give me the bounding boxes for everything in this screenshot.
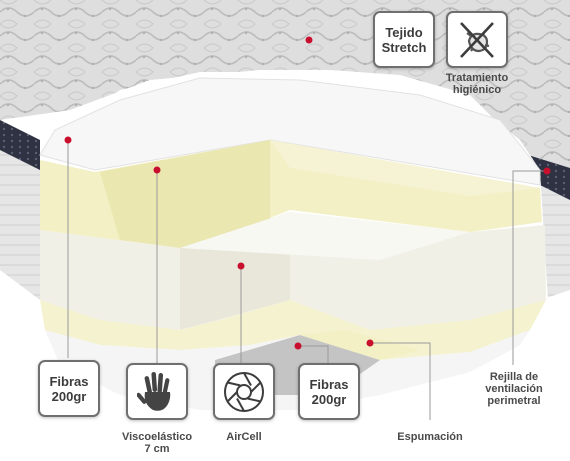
aircell-badge [213,363,275,420]
hand-print-icon [137,371,171,411]
fabric-badge: Tejido Stretch [373,11,435,68]
viscoelastic-caption: Viscoelástico 7 cm [111,431,203,455]
fabric-badge-line2: Stretch [381,39,427,55]
ventilation-band-left [0,120,40,170]
viscoelastic-badge [126,363,188,420]
dot-fabric [305,36,313,44]
top-fibers-line2: 200gr [51,388,87,404]
hygienic-badge [446,11,508,68]
dot-viscoelastic [153,166,161,174]
dot-top-fibers [64,136,72,144]
bottom-fibers-line1: Fibras [309,376,349,392]
dot-bottom-fibers [294,342,302,350]
foam-core-top [180,212,470,260]
top-fiber-layer [39,77,541,186]
hygienic-caption: Tratamiento higiénico [432,72,522,96]
leader-lines [67,140,547,420]
hygienic-caption-line1: Tratamiento [445,72,509,84]
dot-foam [366,339,374,347]
viscoelastic-caption-line1: Viscoelástico [121,431,193,443]
aircell-caption: AirCell [226,431,262,443]
ventilation-caption-line3: perimetral [487,395,541,407]
ventilation-band-right [528,155,570,200]
base-yellow-strip [300,330,420,360]
aperture-icon [224,371,264,412]
fabric-badge-line1: Tejido [385,24,423,40]
callout-dots [64,36,551,350]
top-fibers-line1: Fibras [49,373,89,389]
dot-aircell [237,262,245,270]
lower-yellow-band [40,300,546,360]
hygienic-caption-line2: higiénico [452,84,502,96]
crossed-out-germ-icon [460,21,494,58]
viscoelastic-step-top [270,140,540,196]
ventilation-caption-line2: ventilación [485,383,543,395]
ventilation-caption: Rejilla de ventilación perimetral [466,371,562,407]
bottom-fibers-badge: Fibras 200gr [298,363,360,420]
ventilation-caption-line1: Rejilla de [489,371,539,383]
dot-ventilation [543,167,551,175]
top-fibers-badge: Fibras 200gr [38,360,100,417]
bottom-fibers-line2: 200gr [311,391,347,407]
viscoelastic-caption-line2: 7 cm [144,443,170,455]
foam-caption: Espumación [397,431,463,443]
viscoelastic-inner-face [100,140,270,248]
